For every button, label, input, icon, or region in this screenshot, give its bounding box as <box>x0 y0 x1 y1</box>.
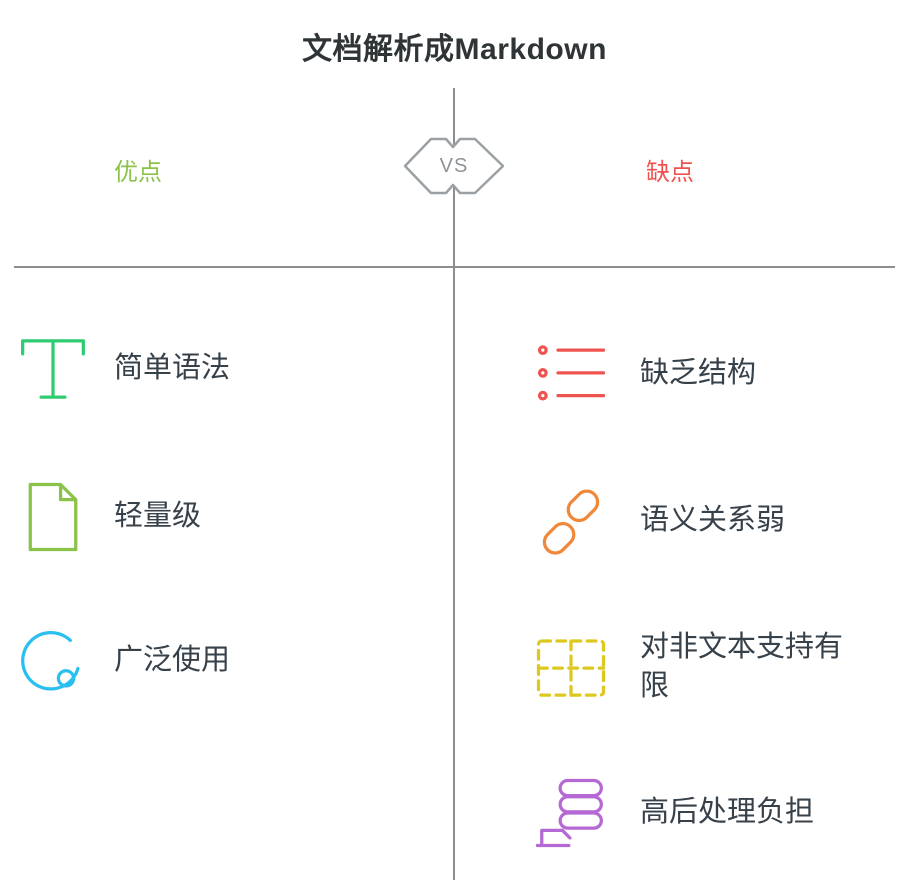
item-label: 广泛使用 <box>114 644 231 677</box>
text-icon <box>14 330 92 408</box>
dashed-table-icon <box>532 628 610 706</box>
horizontal-divider <box>14 266 895 268</box>
vs-badge: VS <box>402 128 506 204</box>
item-label: 缺乏结构 <box>640 357 757 390</box>
page-title: 文档解析成Markdown <box>302 33 607 66</box>
list-item: 高后处理负担 <box>532 774 814 852</box>
vs-label: VS <box>439 154 469 177</box>
server-stack-icon <box>532 774 610 852</box>
list-item: 简单语法 <box>14 330 230 408</box>
item-label: 简单语法 <box>114 352 231 385</box>
item-label: 高后处理负担 <box>640 796 815 829</box>
document-icon <box>14 478 92 556</box>
broken-link-icon <box>532 482 610 560</box>
vertical-divider <box>453 88 455 880</box>
list-item: 广泛使用 <box>14 622 230 700</box>
cons-column-label: 缺点 <box>646 159 694 186</box>
loop-icon <box>14 622 92 700</box>
item-label: 轻量级 <box>114 500 202 533</box>
item-label: 对非文本支持有限 <box>640 631 844 703</box>
vs-hexagon-icon <box>403 137 505 195</box>
pros-column-label: 优点 <box>114 159 162 186</box>
bullet-list-icon <box>532 335 610 413</box>
list-item: 语义关系弱 <box>532 482 785 560</box>
item-label: 语义关系弱 <box>640 504 786 537</box>
list-item: 缺乏结构 <box>532 335 756 413</box>
list-item: 轻量级 <box>14 478 201 556</box>
list-item: 对非文本支持有限 <box>532 628 868 706</box>
